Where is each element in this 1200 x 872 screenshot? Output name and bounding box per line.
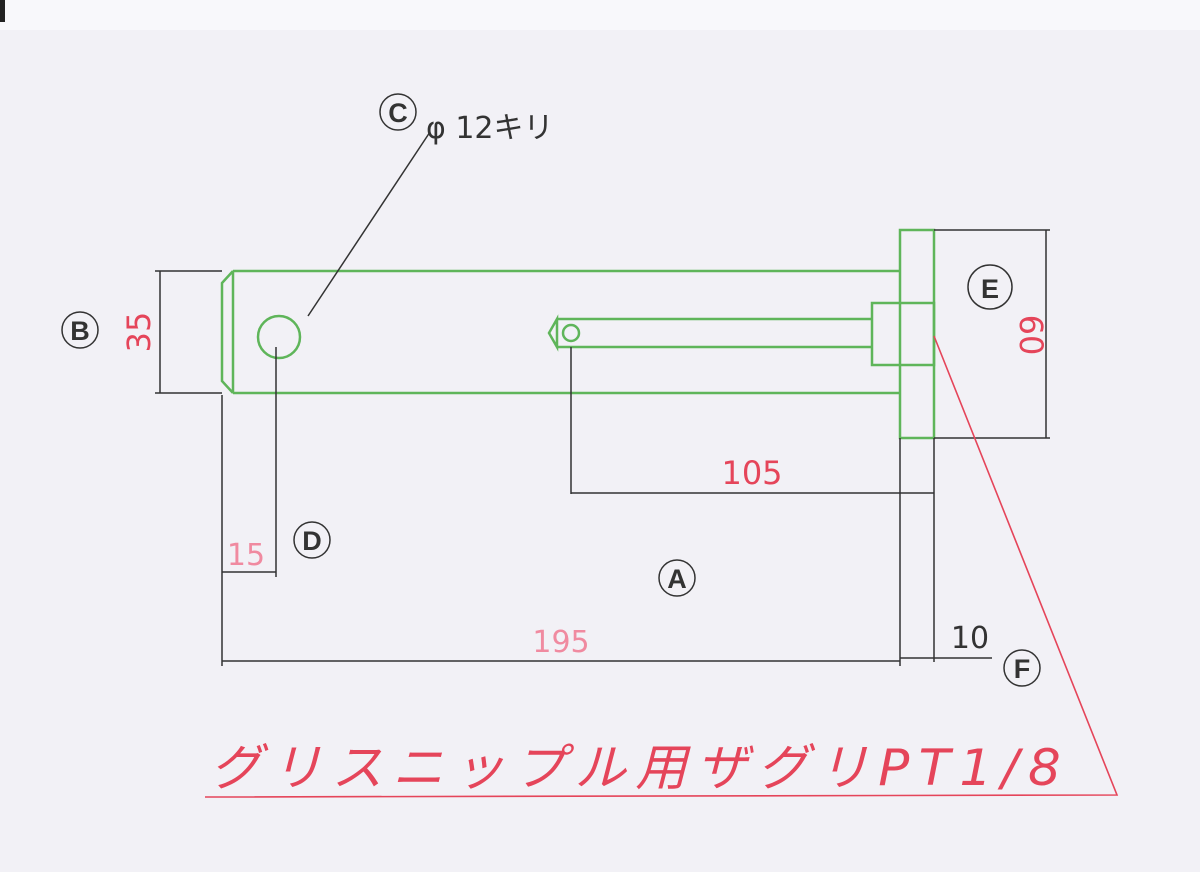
scan-top-margin (0, 0, 1200, 30)
pin-hole (256, 314, 302, 360)
leader-f-underline (204, 335, 1119, 798)
label-a: A (658, 559, 696, 597)
label-c: C (379, 93, 417, 131)
svg-text:E: E (981, 274, 999, 304)
scan-edge-mark (0, 0, 5, 22)
pin-part (220, 228, 936, 440)
svg-text:C: C (388, 98, 408, 128)
dim-195-text: 195 (532, 625, 589, 660)
cross-hole (561, 323, 581, 343)
flange-head (898, 228, 936, 440)
svg-text:F: F (1014, 654, 1031, 684)
label-b: B (61, 311, 99, 349)
grease-boss (870, 301, 936, 367)
svg-text:A: A (667, 564, 687, 594)
dim-195-lines (221, 395, 901, 666)
dim-60-lines (934, 229, 1050, 439)
svg-text:B: B (70, 316, 90, 346)
label-f: F (1003, 649, 1041, 687)
shaft-outline (220, 269, 900, 395)
dim-10-lines (900, 438, 992, 662)
drawing-title: グリスニップル用ザグリPT1/8 (210, 739, 1070, 797)
dim-15-lines (222, 347, 277, 577)
label-d: D (293, 521, 331, 559)
label-e: E (967, 264, 1013, 310)
dim-10-text: 10 (951, 621, 989, 656)
dim-35-lines (155, 270, 222, 394)
dimension-lines (155, 131, 1119, 798)
svg-text:D: D (302, 526, 322, 556)
grease-bore (547, 314, 872, 352)
dim-105-text: 105 (721, 454, 782, 492)
dim-105-lines (570, 347, 934, 494)
dim-35-text: 35 (120, 312, 158, 353)
dim-60-text: 60 (1012, 315, 1050, 356)
hole-note: φ 12キリ (426, 111, 554, 146)
dim-15-text: 15 (227, 538, 265, 573)
leader-c (307, 131, 431, 317)
